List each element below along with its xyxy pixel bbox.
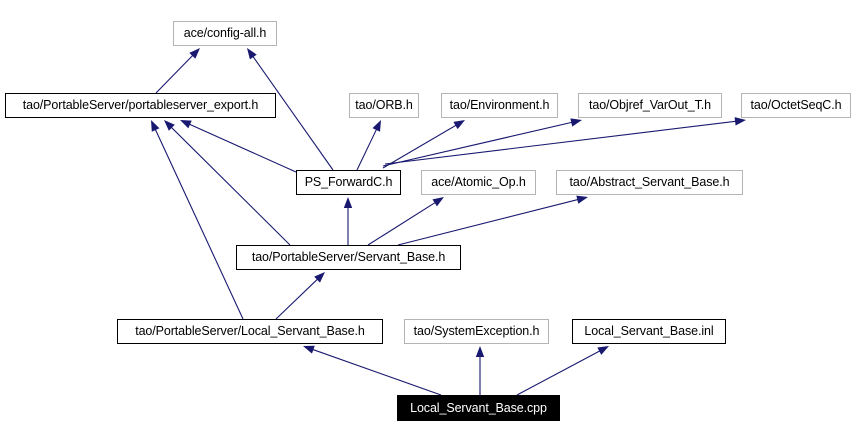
graph-node-orb[interactable]: tao/ORB.h xyxy=(349,93,419,118)
edge-arrowhead-servant_base-to-atomic_op xyxy=(432,197,444,207)
edge-line-local_servant_h-to-ps_export xyxy=(154,128,244,320)
graph-node-label: tao/Objref_VarOut_T.h xyxy=(588,98,712,113)
graph-node-label: ace/Atomic_Op.h xyxy=(431,175,526,190)
edge-line-local_servant_cpp-to-local_servant_h xyxy=(311,348,442,396)
edge-arrowhead-ps_forwardc-to-objref_varout xyxy=(570,118,582,127)
graph-node-label: tao/PortableServer/Servant_Base.h xyxy=(251,250,446,265)
edge-line-servant_base-to-ps_export xyxy=(170,126,291,246)
graph-node-environment[interactable]: tao/Environment.h xyxy=(441,93,558,118)
graph-node-ps_forwardc[interactable]: PS_ForwardC.h xyxy=(296,170,401,195)
graph-node-label: PS_ForwardC.h xyxy=(304,175,393,190)
graph-node-local_servant_cpp[interactable]: Local_Servant_Base.cpp xyxy=(397,395,560,421)
edge-arrowhead-local_servant_h-to-ps_export xyxy=(151,120,160,132)
edge-line-local_servant_cpp-to-local_servant_inl xyxy=(516,349,601,396)
edge-arrowhead-ps_forwardc-to-orb xyxy=(372,120,381,132)
edge-arrowhead-ps_forwardc-to-ps_export xyxy=(180,120,192,129)
edge-line-ps_forwardc-to-environment xyxy=(382,124,458,169)
graph-node-local_servant_inl[interactable]: Local_Servant_Base.inl xyxy=(572,319,726,344)
graph-node-system_exception[interactable]: tao/SystemException.h xyxy=(404,319,549,344)
edge-arrowhead-local_servant_cpp-to-local_servant_h xyxy=(303,345,315,354)
edge-line-local_servant_h-to-servant_base xyxy=(275,278,319,320)
edge-arrowhead-local_servant_cpp-to-system_exception xyxy=(475,346,485,357)
graph-node-objref_varout[interactable]: tao/Objref_VarOut_T.h xyxy=(578,93,722,118)
edge-arrowhead-servant_base-to-ps_export xyxy=(164,120,175,131)
edge-line-servant_base-to-abstract_servant xyxy=(397,198,579,246)
graph-node-config_all[interactable]: ace/config-all.h xyxy=(173,21,277,46)
edge-arrowhead-ps_forwardc-to-octetseqc xyxy=(734,117,746,126)
edge-arrowhead-ps_forwardc-to-environment xyxy=(453,120,465,130)
graph-node-local_servant_h[interactable]: tao/PortableServer/Local_Servant_Base.h xyxy=(117,319,383,344)
graph-node-label: Local_Servant_Base.inl xyxy=(584,324,714,339)
edge-line-ps_forwardc-to-octetseqc xyxy=(384,120,737,165)
edge-arrowhead-ps_export-to-config_all xyxy=(189,48,200,59)
graph-node-label: tao/ORB.h xyxy=(355,98,413,113)
edge-line-servant_base-to-atomic_op xyxy=(367,201,437,246)
edge-line-ps_forwardc-to-ps_export xyxy=(188,123,297,173)
graph-node-label: ace/config-all.h xyxy=(183,26,267,41)
edge-line-ps_export-to-config_all xyxy=(155,54,194,94)
graph-node-label: tao/Abstract_Servant_Base.h xyxy=(569,175,730,190)
graph-node-atomic_op[interactable]: ace/Atomic_Op.h xyxy=(421,170,536,195)
graph-node-abstract_servant[interactable]: tao/Abstract_Servant_Base.h xyxy=(556,170,743,195)
graph-node-ps_export[interactable]: tao/PortableServer/portableserver_export… xyxy=(5,93,276,118)
graph-node-label: tao/SystemException.h xyxy=(413,324,540,339)
edge-arrowhead-ps_forwardc-to-config_all xyxy=(247,48,257,60)
edge-arrowhead-servant_base-to-ps_forwardc xyxy=(343,197,353,208)
graph-node-label: tao/PortableServer/Local_Servant_Base.h xyxy=(135,324,365,339)
edge-arrowhead-local_servant_cpp-to-local_servant_inl xyxy=(597,346,609,355)
graph-node-label: tao/OctetSeqC.h xyxy=(750,98,842,113)
graph-node-label: Local_Servant_Base.cpp xyxy=(410,400,547,415)
edge-line-ps_forwardc-to-orb xyxy=(356,128,378,171)
edge-arrowhead-local_servant_h-to-servant_base xyxy=(314,272,325,283)
graph-node-octetseqc[interactable]: tao/OctetSeqC.h xyxy=(741,93,851,118)
edge-arrowhead-servant_base-to-abstract_servant xyxy=(576,195,588,204)
graph-node-servant_base[interactable]: tao/PortableServer/Servant_Base.h xyxy=(236,245,461,270)
graph-node-label: tao/PortableServer/portableserver_export… xyxy=(22,98,259,113)
graph-node-label: tao/Environment.h xyxy=(449,98,550,113)
edge-line-ps_forwardc-to-objref_varout xyxy=(382,121,573,167)
